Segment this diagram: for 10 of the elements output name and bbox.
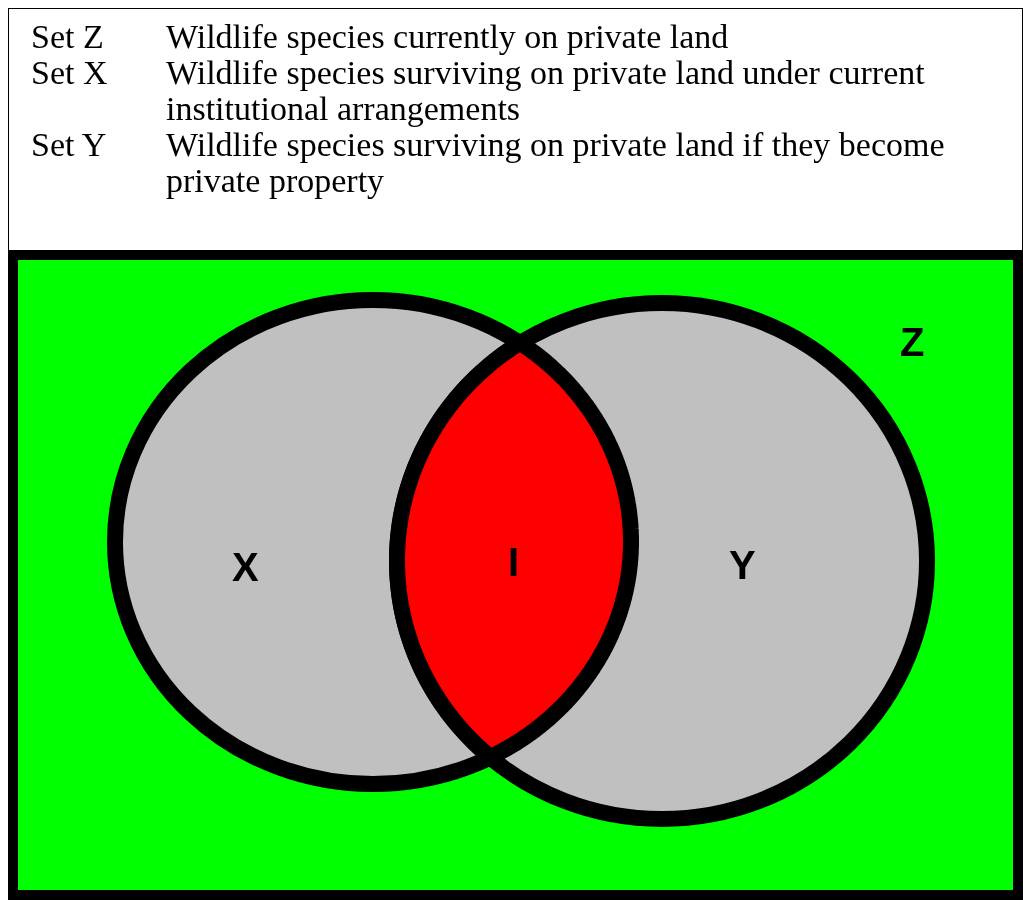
set-name: Set Y xyxy=(31,127,108,165)
set-name: Set X xyxy=(31,55,109,93)
set-description: Wildlife species currently on private land xyxy=(166,19,730,55)
set-letter: I xyxy=(508,542,520,583)
set-description: Wildlife species surviving on private land under current institutional arrangements xyxy=(166,55,926,127)
set-letter: Z xyxy=(900,322,925,362)
set-letter: X xyxy=(232,547,259,587)
set-name: Set Z xyxy=(31,19,105,55)
set-description: Wildlife species surviving on private land if they become private property xyxy=(166,127,946,199)
set-letter: Y xyxy=(729,545,756,585)
